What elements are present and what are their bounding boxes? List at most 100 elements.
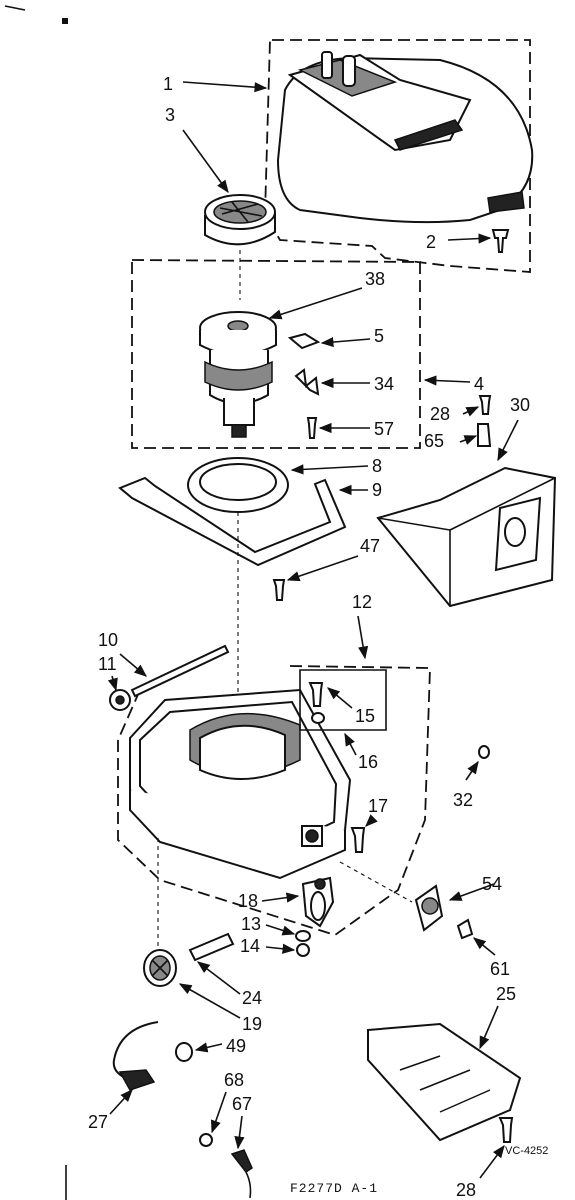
leader-4 — [423, 375, 471, 386]
caster-part-18 — [301, 876, 335, 928]
screw-part-47 — [272, 579, 286, 601]
label-27: 27 — [88, 1112, 108, 1132]
axle-part-10 — [130, 644, 230, 698]
motor-group-boundary — [131, 259, 421, 449]
label-17: 17 — [368, 796, 388, 816]
label-28-upper: 28 — [430, 404, 450, 424]
leader-28-lower — [479, 1144, 505, 1179]
label-5: 5 — [374, 326, 384, 346]
label-8: 8 — [372, 456, 382, 476]
label-18: 18 — [238, 891, 258, 911]
leader-25 — [479, 1005, 499, 1050]
leader-67 — [234, 1115, 245, 1150]
leader-13 — [265, 924, 296, 936]
base-housing — [129, 688, 352, 880]
label-4: 4 — [474, 374, 484, 394]
knob-part-61 — [456, 918, 474, 940]
screw-part-28-upper — [478, 395, 492, 415]
wire-part-67 — [245, 1171, 252, 1199]
label-13: 13 — [241, 914, 261, 934]
label-28-lower: 28 — [456, 1180, 476, 1200]
label-65: 65 — [424, 431, 444, 451]
nut-part-32 — [478, 745, 490, 759]
hood-latch — [487, 191, 525, 213]
brush-holder-part-34 — [294, 368, 320, 396]
label-12: 12 — [352, 592, 372, 612]
leader-2 — [447, 233, 492, 244]
leader-30 — [497, 419, 519, 462]
label-19: 19 — [242, 1014, 262, 1034]
leader-65 — [459, 435, 478, 445]
label-61: 61 — [490, 959, 510, 979]
leader-8 — [290, 464, 369, 475]
label-3: 3 — [165, 105, 175, 125]
motor-part-38 — [199, 311, 277, 438]
screw-part-28-lower — [498, 1117, 514, 1143]
screw-part-2 — [491, 229, 510, 253]
cord-part-27 — [112, 1021, 159, 1079]
label-49: 49 — [226, 1036, 246, 1056]
axle-part-24 — [188, 932, 235, 962]
leader-54 — [448, 883, 495, 901]
grommet-part-49 — [175, 1042, 193, 1062]
label-1: 1 — [163, 74, 173, 94]
bracket-plate-part-25 — [367, 1022, 522, 1142]
gasket-part-8 — [187, 457, 289, 513]
terminal-part-67 — [230, 1149, 253, 1174]
leader-38 — [268, 287, 363, 320]
nut-part-68 — [199, 1133, 213, 1147]
leader-61 — [473, 937, 496, 956]
leader-10 — [119, 653, 147, 677]
figure-code: F2277D A-1 — [290, 1181, 378, 1196]
label-68: 68 — [224, 1070, 244, 1090]
leader-16 — [344, 732, 357, 756]
label-9: 9 — [372, 480, 382, 500]
wheel-part-19 — [143, 949, 177, 987]
label-2: 2 — [426, 232, 436, 252]
leader-14 — [265, 943, 296, 954]
drawing-number: VC-4252 — [505, 1145, 548, 1157]
label-11: 11 — [98, 654, 117, 674]
label-47: 47 — [360, 536, 380, 556]
leader-1 — [182, 81, 268, 93]
label-54: 54 — [482, 874, 502, 894]
leader-24 — [196, 961, 241, 995]
bracket-part-5 — [287, 332, 321, 350]
label-57: 57 — [374, 419, 394, 439]
part-15-inset-box — [299, 669, 387, 731]
leader-18 — [261, 892, 300, 903]
label-25: 25 — [496, 984, 516, 1004]
washer-part-15 — [311, 712, 325, 724]
label-16: 16 — [358, 752, 378, 772]
leader-3 — [182, 129, 229, 194]
hood-knob-left — [321, 51, 333, 79]
label-38: 38 — [365, 269, 385, 289]
cord-plug-part-27 — [118, 1069, 156, 1091]
bumper-part-65 — [477, 423, 492, 447]
leader-12 — [357, 615, 369, 660]
leader-17 — [365, 814, 378, 827]
leader-27 — [109, 1089, 133, 1115]
label-14: 14 — [240, 936, 260, 956]
label-67: 67 — [232, 1094, 252, 1114]
switch-part-54 — [414, 884, 444, 932]
leader-5 — [320, 336, 371, 348]
label-30: 30 — [510, 395, 530, 415]
filter-cap-part-3 — [204, 194, 276, 246]
base-group-boundary — [117, 665, 431, 936]
corner-dot — [62, 18, 68, 24]
leader-49 — [194, 1042, 223, 1053]
hood-knob-right — [342, 55, 356, 87]
screw-part-17 — [350, 827, 366, 853]
washer-part-13 — [295, 930, 311, 942]
leader-32 — [465, 760, 479, 781]
hood-assembly-part-1 — [264, 39, 534, 273]
leader-11 — [107, 675, 118, 692]
bumper-strip-part-9 — [118, 476, 347, 567]
label-34: 34 — [374, 374, 394, 394]
label-24: 24 — [242, 988, 262, 1008]
nut-part-14 — [296, 943, 310, 957]
leader-19 — [178, 983, 241, 1019]
dust-bag-part-30 — [376, 466, 557, 608]
